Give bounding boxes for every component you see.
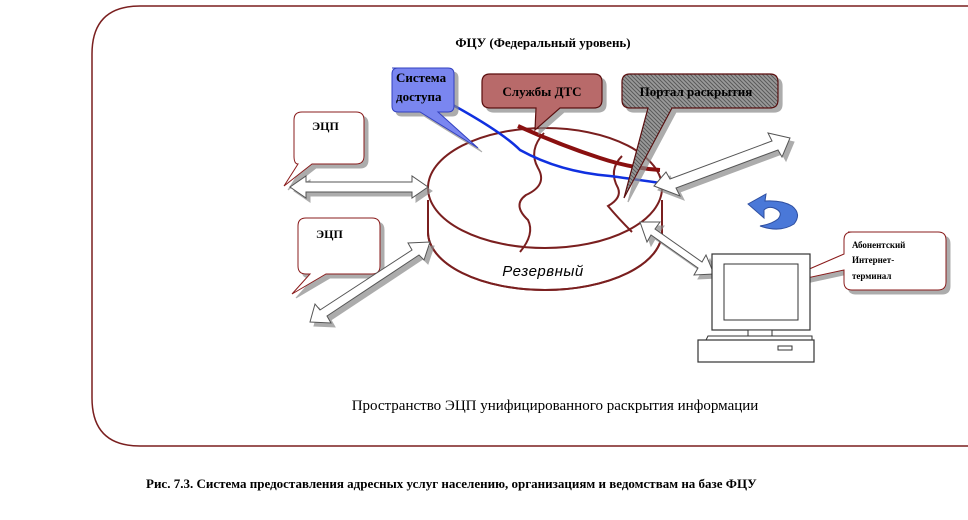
terminal-label-2: Интернет- [852,255,894,265]
access-system-callout [391,67,479,149]
dts-services-callout [481,73,603,132]
ecp-bottom-callout [291,217,381,295]
disclosure-portal-label: Портал раскрытия [640,84,753,99]
refresh-icon [747,193,798,230]
terminal-label-3: терминал [852,271,891,281]
outer-frame [91,5,968,447]
disclosure-portal-callout [621,73,779,199]
computer-terminal-icon [697,253,815,363]
double-arrow-right-top [653,132,791,197]
double-arrow-left-bottom [309,241,431,324]
space-caption: Пространство ЭЦП унифицированного раскры… [352,398,759,414]
page-title: ФЦУ (Федеральный уровень) [455,35,630,50]
figure-caption: Рис. 7.3. Система предоставления адресны… [146,476,757,491]
terminal-callout [769,231,947,291]
terminal-label-1: Абонентский [852,240,905,250]
ecp-bottom-label: ЭЦП [316,227,343,241]
dts-services-label: Службы ДТС [502,84,581,99]
double-arrow-left-top [289,175,429,199]
ecp-top-label: ЭЦП [312,119,339,133]
reserve-label: Резервный [502,263,584,280]
access-system-label-2: доступа [396,89,442,104]
access-system-label-1: Система [396,70,447,85]
ecp-top-callout [283,111,365,187]
